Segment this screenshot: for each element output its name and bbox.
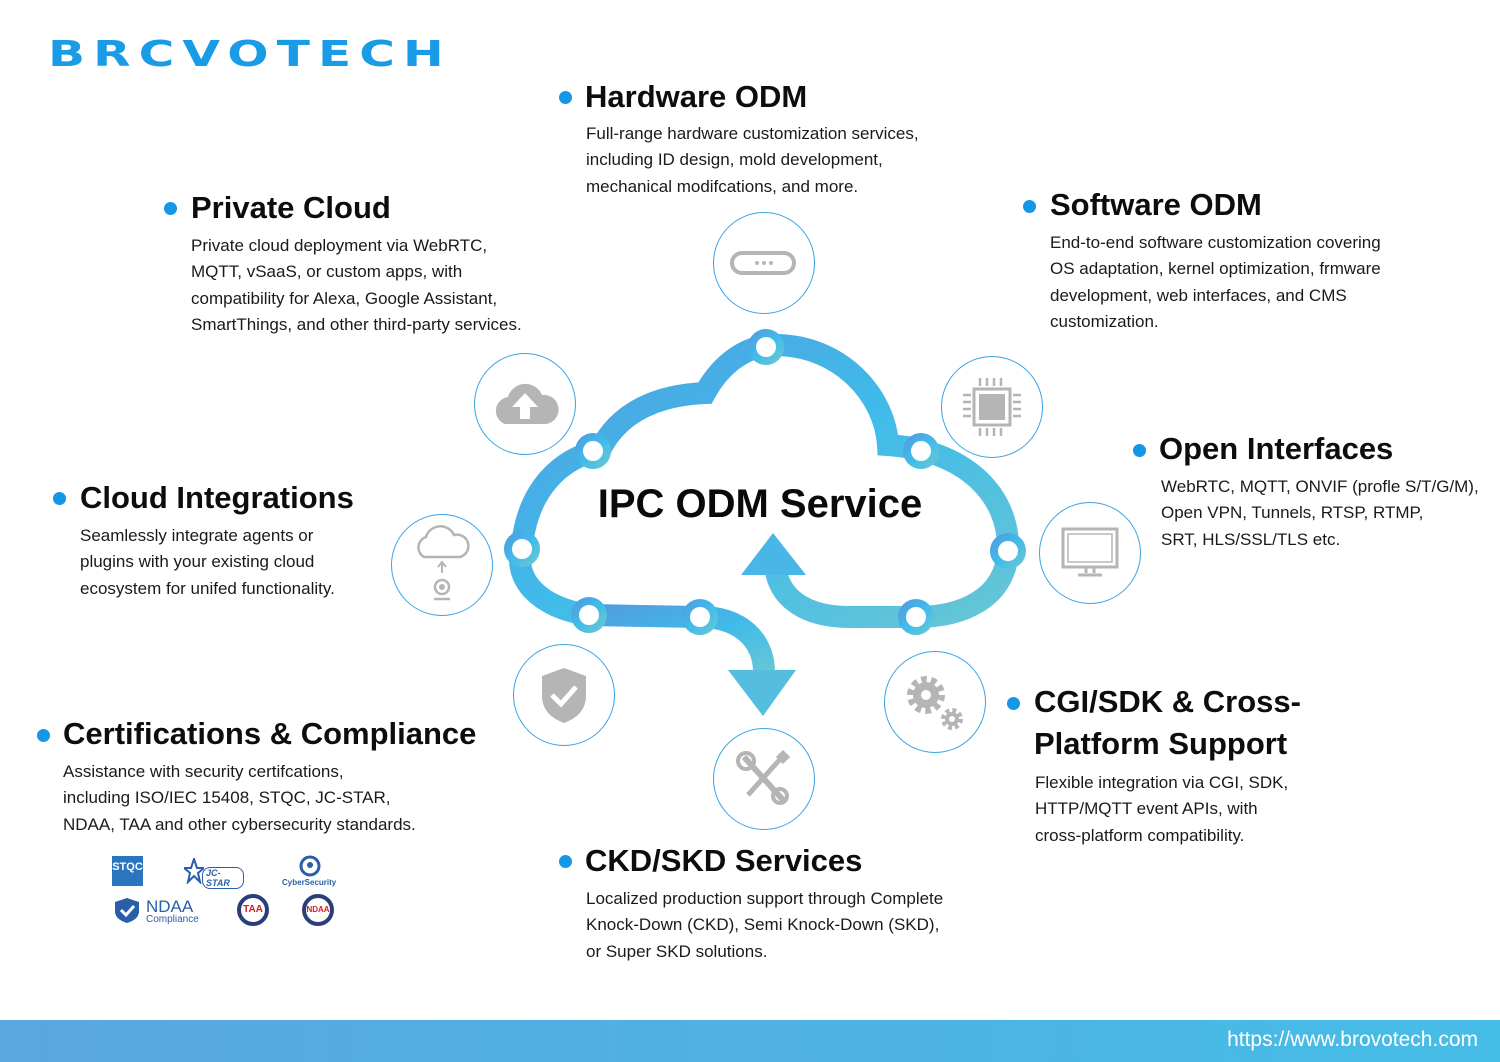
section-title: Certifications & Compliance xyxy=(63,716,477,751)
brovotech-logo: BRCVOTECH xyxy=(48,34,452,75)
bullet-icon xyxy=(559,91,572,104)
section-body: Full-range hardware customization servic… xyxy=(586,124,919,196)
section-title-line2: Platform Support xyxy=(1034,726,1288,761)
section-body: Private cloud deployment via WebRTC, MQT… xyxy=(191,236,522,334)
bullet-icon xyxy=(1133,444,1146,457)
section-body: Seamlessly integrate agents or plugins w… xyxy=(80,526,335,598)
section-body: Localized production support through Com… xyxy=(586,889,944,961)
section-title: Hardware ODM xyxy=(585,79,808,114)
down-arrow-head xyxy=(728,670,796,716)
cloud-outline xyxy=(509,333,1020,628)
bullet-icon xyxy=(37,729,50,742)
section-title: CKD/SKD Services xyxy=(585,843,863,878)
stqc-logo: STQC xyxy=(112,856,143,886)
section-title: Cloud Integrations xyxy=(80,480,354,515)
chip-icon xyxy=(941,356,1043,458)
cloud-diagram xyxy=(504,329,1026,716)
section-title: Private Cloud xyxy=(191,190,391,225)
tools-icon xyxy=(713,728,815,830)
ndaa-compliant-logo: NDAA xyxy=(302,894,334,926)
section-body: Flexible integration via CGI, SDK, HTTP/… xyxy=(1035,773,1289,845)
website-link[interactable]: https://www.brovotech.com xyxy=(1227,1028,1478,1051)
taa-compliant-logo: TAA xyxy=(237,894,269,926)
section-body: Assistance with security certifcations, … xyxy=(63,762,416,834)
center-title: IPC ODM Service xyxy=(597,482,923,526)
bullet-icon xyxy=(53,492,66,505)
up-arrow-head xyxy=(741,533,806,575)
bullet-icon xyxy=(1023,200,1036,213)
cybersecurity-logo: CyberSecurity xyxy=(280,855,340,889)
section-title: Open Interfaces xyxy=(1159,431,1394,466)
monitor-icon xyxy=(1039,502,1141,604)
shield-check-icon xyxy=(513,644,615,746)
ndaa-compliance-logo: NDAA Compliance xyxy=(114,897,214,927)
down-arrow-stem xyxy=(578,604,775,683)
footer-bar: https://www.brovotech.com xyxy=(0,1020,1500,1062)
bullet-icon xyxy=(559,855,572,868)
section-body: WebRTC, MQTT, ONVIF (profle S/T/G/M), Op… xyxy=(1161,477,1479,549)
bullet-icon xyxy=(1007,697,1020,710)
gears-icon xyxy=(884,651,986,753)
cloud-upload-icon xyxy=(474,353,576,455)
hardware-device-icon xyxy=(713,212,815,314)
section-title: Software ODM xyxy=(1050,187,1262,222)
section-title-line1: CGI/SDK & Cross- xyxy=(1034,684,1301,719)
jcstar-logo: JC-STAR xyxy=(184,858,244,889)
cloud-nodes xyxy=(504,329,1026,635)
section-body: End-to-end software customization coveri… xyxy=(1050,233,1381,331)
bullet-icon xyxy=(164,202,177,215)
cloud-camera-icon xyxy=(391,514,493,616)
